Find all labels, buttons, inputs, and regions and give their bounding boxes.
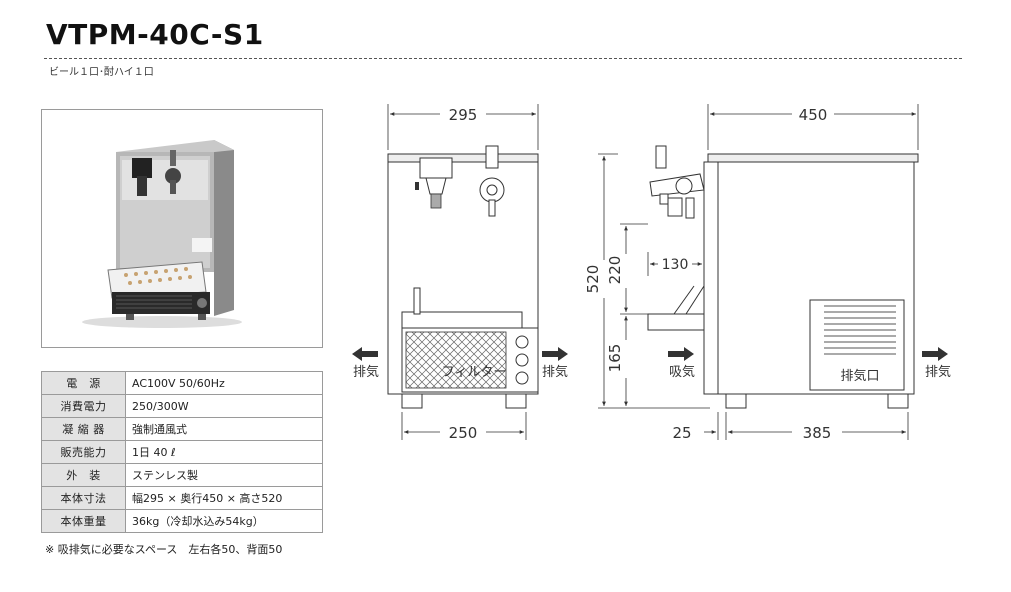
title-divider — [44, 58, 962, 59]
filter-label: フィルター — [442, 365, 507, 380]
spec-table: 電 源 AC100V 50/60Hz 消費電力 250/300W 凝 縮 器 強… — [41, 371, 323, 533]
spec-value: 250/300W — [125, 394, 323, 418]
product-subtitle: ビール１口･酎ハイ１口 — [49, 67, 154, 78]
spec-label: 凝 縮 器 — [41, 417, 126, 441]
spec-row: 本体重量 36kg（冷却水込み54kg） — [41, 509, 323, 533]
spec-row: 凝 縮 器 強制通風式 — [41, 417, 323, 441]
dim-side-base: 385 — [803, 424, 832, 442]
side-view: 450 — [584, 104, 951, 442]
spec-label: 電 源 — [41, 371, 126, 395]
exhaust-side-label: 排気 — [925, 364, 951, 380]
exhaust-left-label: 排気 — [353, 364, 379, 380]
dim-upper: 220 — [606, 256, 624, 285]
dim-tray: 130 — [662, 257, 689, 273]
spec-label: 外 装 — [41, 463, 126, 487]
spec-row: 電 源 AC100V 50/60Hz — [41, 371, 323, 395]
spec-value: 1日 40 ℓ — [125, 440, 323, 464]
spec-row: 本体寸法 幅295 × 奥行450 × 高さ520 — [41, 486, 323, 510]
spec-label: 本体重量 — [41, 509, 126, 533]
vent-label: 排気口 — [840, 368, 879, 384]
ventilation-note: ※ 吸排気に必要なスペース 左右各50、背面50 — [45, 543, 283, 556]
exhaust-right-label: 排気 — [542, 364, 568, 380]
dim-front-width: 295 — [449, 106, 478, 124]
dim-height: 520 — [584, 265, 602, 294]
dim-side-depth: 450 — [799, 106, 828, 124]
spec-label: 本体寸法 — [41, 486, 126, 510]
product-photo — [41, 109, 323, 348]
spec-row: 外 装 ステンレス製 — [41, 463, 323, 487]
dimension-drawing: 295 フィルター — [352, 104, 951, 442]
product-model-title: VTPM-40C-S1 — [46, 18, 264, 51]
intake-label: 吸気 — [669, 364, 695, 380]
server-unit-illustration — [82, 140, 242, 328]
spec-row: 販売能力 1日 40 ℓ — [41, 440, 323, 464]
spec-label: 消費電力 — [41, 394, 126, 418]
spec-value: ステンレス製 — [125, 463, 323, 487]
spec-value: 36kg（冷却水込み54kg） — [125, 509, 323, 533]
dim-offset: 25 — [672, 424, 691, 442]
spec-value: 強制通風式 — [125, 417, 323, 441]
dim-lower: 165 — [606, 344, 624, 373]
spec-row: 消費電力 250/300W — [41, 394, 323, 418]
spec-label: 販売能力 — [41, 440, 126, 464]
front-view: 295 フィルター — [352, 104, 568, 442]
spec-value: 幅295 × 奥行450 × 高さ520 — [125, 486, 323, 510]
spec-value: AC100V 50/60Hz — [125, 371, 323, 395]
dim-base-width: 250 — [449, 424, 478, 442]
